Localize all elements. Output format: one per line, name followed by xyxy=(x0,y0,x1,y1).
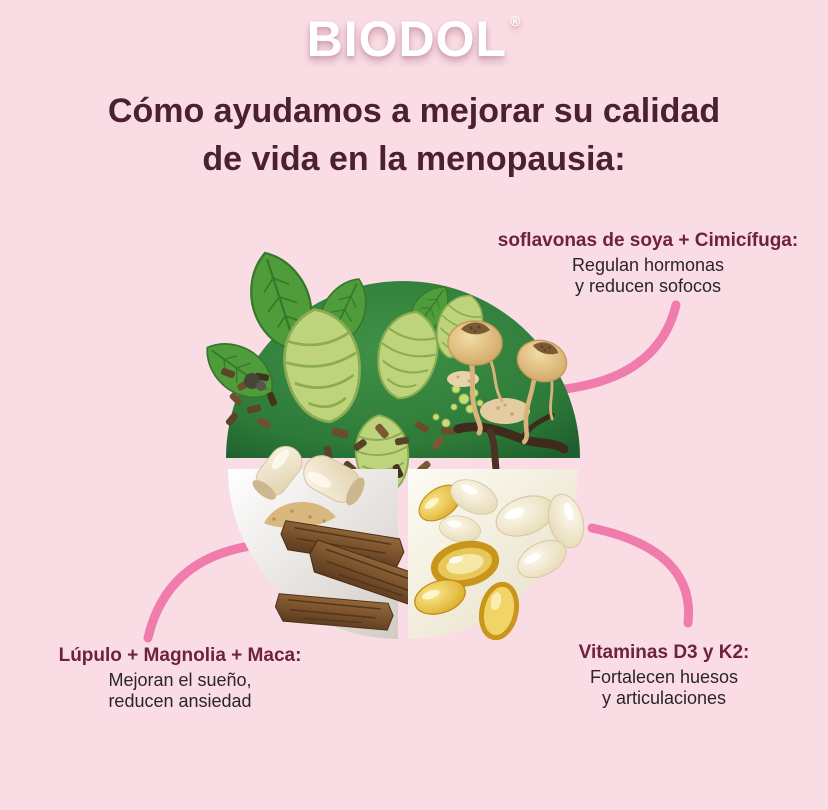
callout-isoflavones-title: soflavonas de soya + Cimicífuga: xyxy=(497,230,799,251)
callout-vitamins-line: Fortalecen huesos xyxy=(589,667,739,687)
registered-mark-icon: ® xyxy=(510,13,522,29)
softgel-ring-icon xyxy=(478,581,520,641)
callout-isoflavones-line: y reducen sofocos xyxy=(574,276,722,297)
callout-sleep-line: Mejoran el sueño, xyxy=(108,670,252,690)
softgel-ring-icon xyxy=(430,540,500,588)
callout-vitamins-line: y articulaciones xyxy=(601,688,727,709)
capsule-bark-segment xyxy=(228,439,446,639)
product-ingredients-illustration xyxy=(193,243,590,641)
headline-line-2: de vida en la menopausia: xyxy=(202,139,626,178)
herb-bits xyxy=(220,367,456,482)
softgel-segment xyxy=(408,469,590,641)
callout-isoflavones-line: Regulan hormonas xyxy=(571,255,725,275)
callout-vitamins: Vitaminas D3 y K2: Fortalecen huesos y a… xyxy=(489,642,828,709)
callout-vitamins-title: Vitaminas D3 y K2: xyxy=(578,642,750,663)
connector-vitamins-line xyxy=(587,523,694,628)
page-title: Cómo ayudamos a mejorar su calidad de vi… xyxy=(0,88,828,183)
callout-sleep-title: Lúpulo + Magnolia + Maca: xyxy=(58,645,302,666)
callout-sleep-line: reducen ansiedad xyxy=(108,691,252,712)
callout-sleep: Lúpulo + Magnolia + Maca: Mejoran el sue… xyxy=(5,645,355,712)
callout-isoflavones: soflavonas de soya + Cimicífuga: Regulan… xyxy=(470,230,826,297)
powder-spill xyxy=(264,501,336,528)
brand-name: BIODOL xyxy=(306,11,508,67)
brand-logo: BIODOL® xyxy=(0,10,828,68)
headline-line-1: Cómo ayudamos a mejorar su calidad xyxy=(107,92,721,130)
flower-cluster-icon xyxy=(432,384,484,428)
